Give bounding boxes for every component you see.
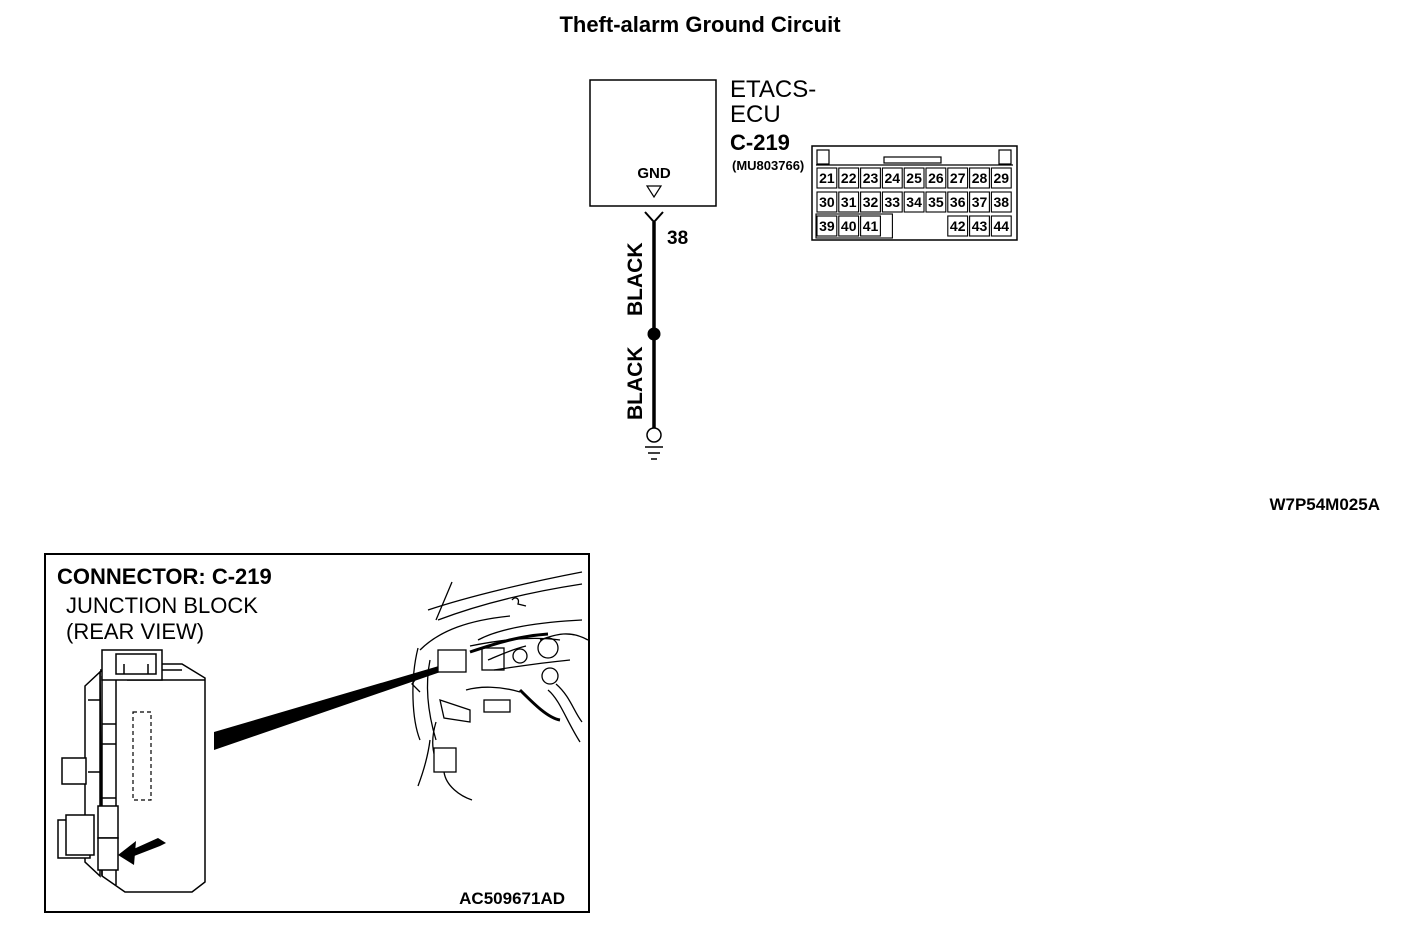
connector-pin-number: 31 bbox=[841, 194, 857, 210]
dashboard-harness-sketch bbox=[411, 571, 589, 801]
connector-pin-number: 30 bbox=[819, 194, 835, 210]
connector-pin-group-outline bbox=[815, 213, 893, 239]
connector-pin-number: 33 bbox=[885, 194, 901, 210]
connector-pin-number: 36 bbox=[950, 194, 966, 210]
connector-pin-number: 23 bbox=[863, 170, 879, 186]
connector-pin-cell bbox=[816, 191, 838, 213]
wire-color-lower: BLACK bbox=[624, 347, 647, 421]
connector-pin-number: 43 bbox=[972, 218, 988, 234]
connector-pin-cell bbox=[990, 167, 1012, 189]
connector-pin-number: 25 bbox=[906, 170, 922, 186]
connector-pin-cell bbox=[860, 191, 881, 213]
connector-pin-cell bbox=[881, 191, 903, 213]
wire-pin-number: 38 bbox=[667, 228, 688, 249]
ecu-name-line2: ECU bbox=[730, 101, 781, 128]
connector-pin-number: 22 bbox=[841, 170, 857, 186]
connector-pin-cell bbox=[925, 167, 947, 189]
connector-pin-cell bbox=[816, 215, 838, 237]
connector-pin-number: 35 bbox=[928, 194, 944, 210]
connector-face: 21 22 23 24 25 26 27 28 29 30 31 32 33 34 35 36 37 38 39 40… bbox=[811, 145, 1018, 241]
connector-pin-number: 42 bbox=[950, 218, 966, 234]
harness-wire-dark bbox=[469, 632, 561, 722]
connector-pin-number: 29 bbox=[994, 170, 1010, 186]
connector-pin-cell bbox=[860, 215, 881, 237]
connector-pin-number: 39 bbox=[819, 218, 835, 234]
connector-pin-number: 38 bbox=[994, 194, 1010, 210]
figure-code: W7P54M025A bbox=[1269, 495, 1380, 514]
connector-pin-number: 32 bbox=[863, 194, 879, 210]
connector-pin-number: 28 bbox=[972, 170, 988, 186]
connector-pin-cell bbox=[969, 167, 990, 189]
ecu-connector-id: C-219 bbox=[730, 130, 790, 155]
connector-pin-cell bbox=[903, 167, 925, 189]
ecu-part-number: (MU803766) bbox=[732, 158, 804, 173]
connector-location-box bbox=[44, 553, 590, 913]
connector-pin-cell bbox=[947, 215, 969, 237]
junction-block-illustration bbox=[57, 649, 206, 893]
connector-pin-cell bbox=[838, 215, 860, 237]
connector-pin-cell bbox=[990, 215, 1012, 237]
connector-pin-cell bbox=[925, 191, 947, 213]
location-arrow-icon bbox=[127, 838, 166, 858]
gnd-terminal-icon bbox=[645, 185, 663, 199]
connector-pin-cell bbox=[816, 167, 838, 189]
connector-pin-number: 27 bbox=[950, 170, 966, 186]
connector-pin-cell bbox=[838, 167, 860, 189]
location-line2: (REAR VIEW) bbox=[66, 619, 204, 644]
connector-pin-number: 21 bbox=[819, 170, 835, 186]
connector-pin-number: 26 bbox=[928, 170, 944, 186]
connector-pin-grid: 21 22 23 24 25 26 27 28 29 30 31 32 33 34 35 36 37 38 39 40… bbox=[815, 167, 1012, 239]
wire-splice-point bbox=[647, 327, 661, 341]
connector-pin-cell bbox=[969, 215, 990, 237]
pin-terminal-mark bbox=[644, 211, 664, 224]
connector-pin-number: 44 bbox=[994, 218, 1010, 234]
connector-pin-cell bbox=[969, 191, 990, 213]
location-heading: CONNECTOR: C-219 bbox=[57, 564, 272, 589]
ecu-box bbox=[589, 79, 717, 207]
connector-pin-cell bbox=[947, 167, 969, 189]
connector-pin-cell bbox=[838, 191, 860, 213]
connector-pin-number: 37 bbox=[972, 194, 988, 210]
connector-pin-number: 40 bbox=[841, 218, 857, 234]
connector-pin-cell bbox=[903, 191, 925, 213]
ecu-name-line1: ETACS- bbox=[730, 76, 816, 103]
location-ref-code: AC509671AD bbox=[459, 889, 565, 908]
location-line1: JUNCTION BLOCK bbox=[66, 593, 258, 618]
ground-symbol-icon bbox=[645, 427, 663, 460]
connector-pin-cell bbox=[881, 167, 903, 189]
gnd-terminal-label: GND bbox=[637, 165, 671, 182]
connector-pin-cell bbox=[947, 191, 969, 213]
location-arrowhead-icon bbox=[118, 841, 136, 865]
connector-pin-number: 24 bbox=[885, 170, 901, 186]
connector-pin-number: 41 bbox=[863, 218, 879, 234]
connector-pin-number: 34 bbox=[906, 194, 922, 210]
callout-pointer bbox=[214, 663, 452, 750]
diagram-title: Theft-alarm Ground Circuit bbox=[559, 12, 841, 37]
wire-color-upper: BLACK bbox=[624, 243, 647, 317]
connector-pin-cell bbox=[990, 191, 1012, 213]
connector-pin-cell bbox=[860, 167, 881, 189]
